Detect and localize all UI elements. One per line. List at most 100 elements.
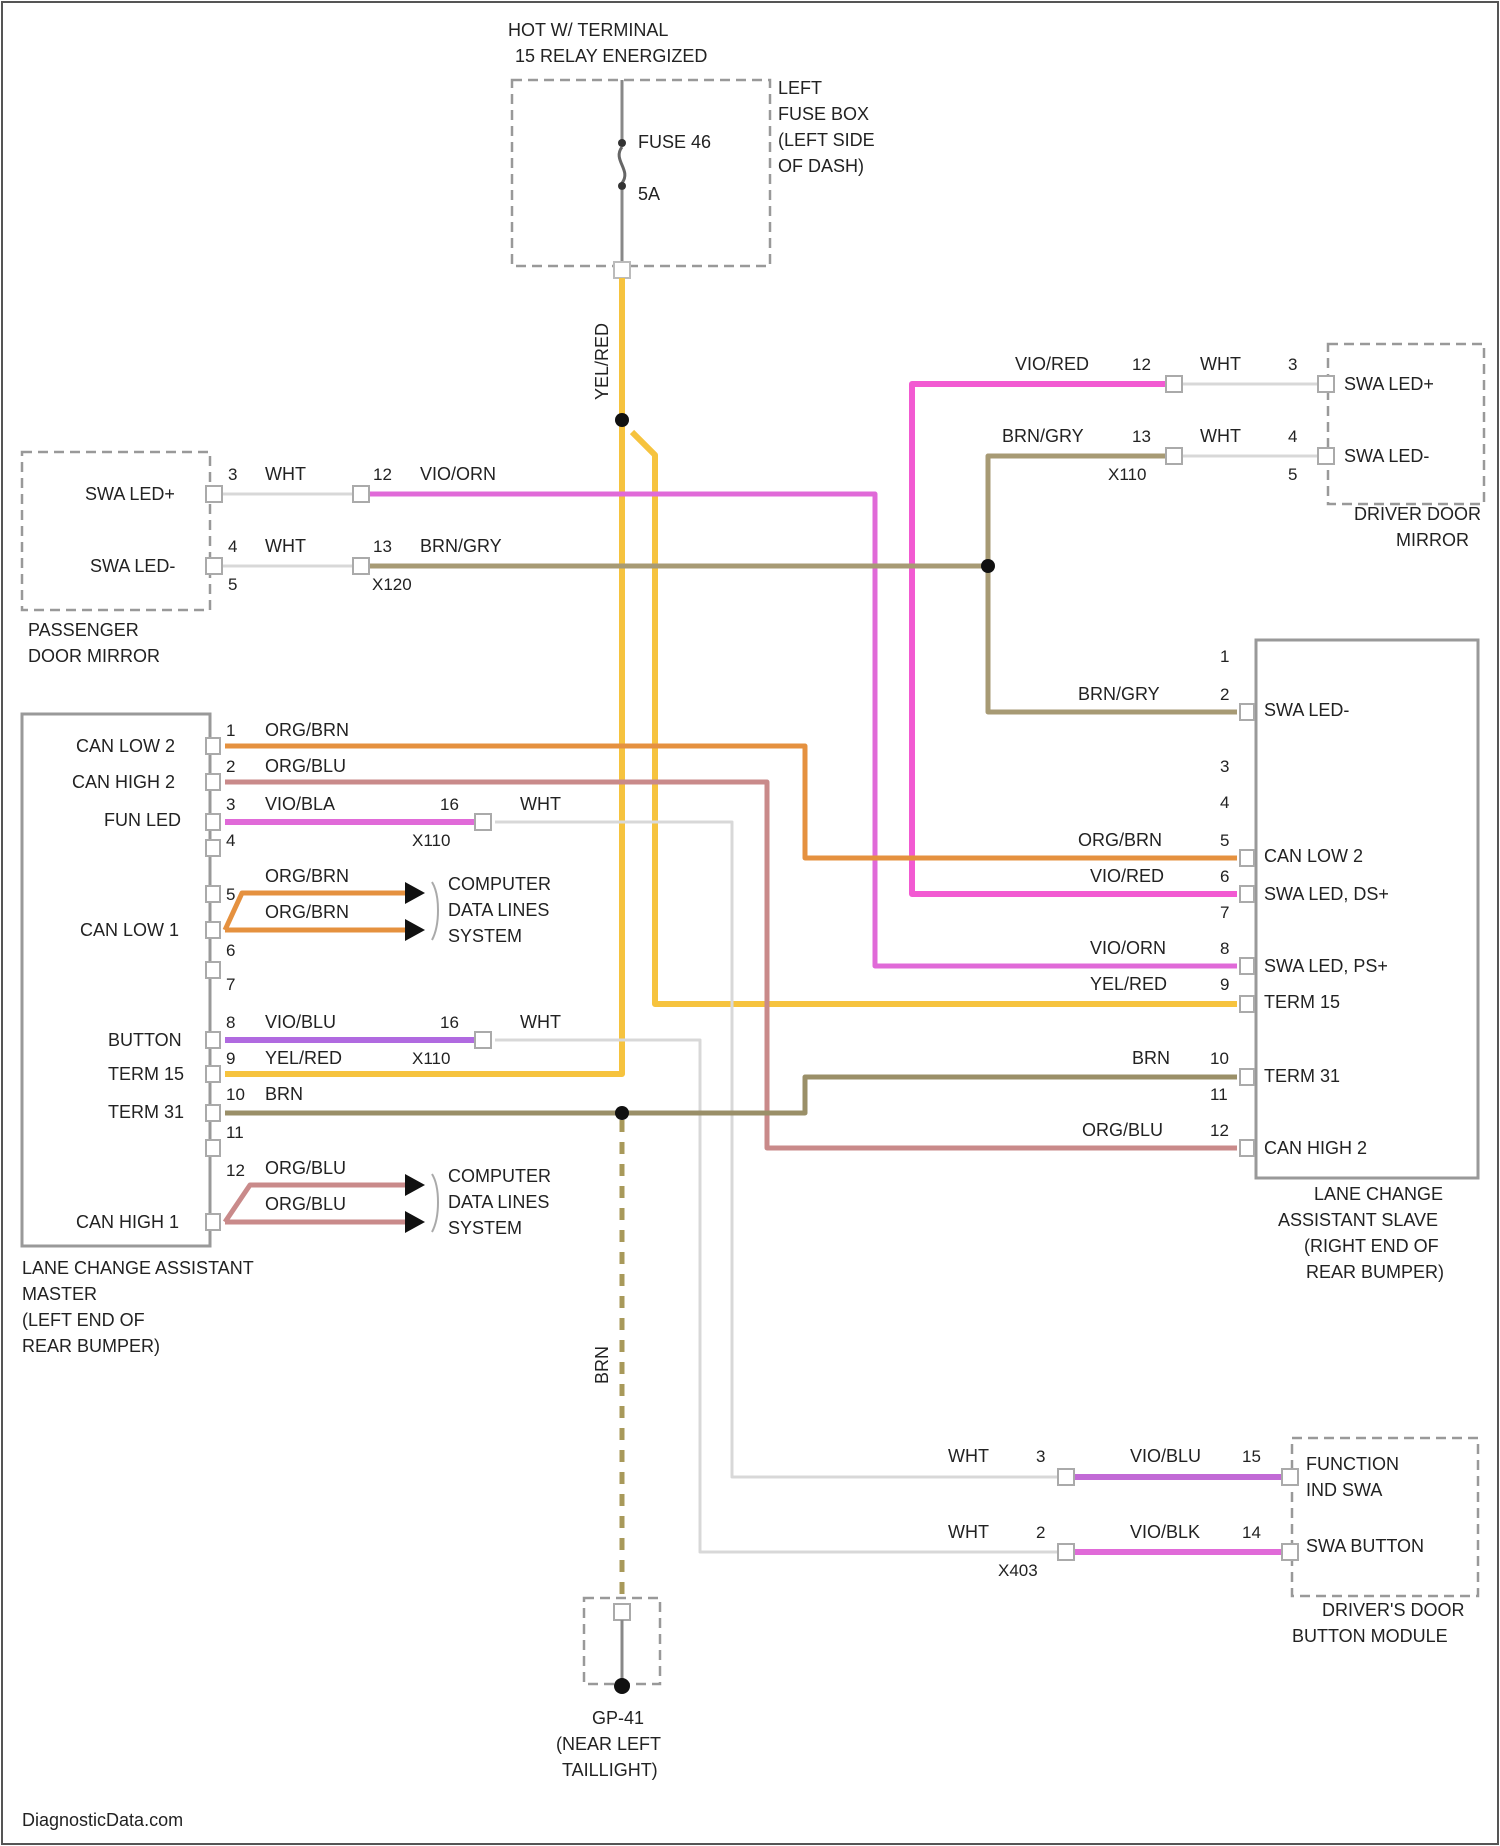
module-title-1: DRIVER'S DOOR	[1322, 1600, 1464, 1620]
driver-pin-neg: SWA LED-	[1344, 446, 1429, 466]
master-title-1: LANE CHANGE ASSISTANT	[22, 1258, 254, 1278]
ground-loc-1: (NEAR LEFT	[556, 1734, 661, 1754]
slave-n7: 7	[1220, 903, 1229, 922]
lane-change-master: CAN LOW 2 CAN HIGH 2 FUN LED CAN LOW 1 B…	[22, 714, 561, 1356]
slave-w9: YEL/RED	[1090, 974, 1167, 994]
lane-change-slave: 1 2 3 4 5 6 7 8 9 10 11 12 SWA LED- CAN …	[1078, 640, 1478, 1282]
wire-yel-red-to-slave	[632, 432, 1237, 1004]
slave-pin-9: TERM 15	[1264, 992, 1340, 1012]
power-source: HOT W/ TERMINAL 15 RELAY ENERGIZED FUSE …	[508, 20, 875, 400]
slave-n3: 3	[1220, 757, 1229, 776]
computer-high-2: DATA LINES	[448, 1192, 549, 1212]
master-pin-term-31: TERM 31	[108, 1102, 184, 1122]
passenger-pin4: 4	[228, 537, 237, 556]
x403-pin-a: 3	[1036, 1447, 1045, 1466]
master-terminals	[206, 738, 220, 1230]
driver-mirror-outline	[1328, 344, 1484, 504]
computer-low-1: COMPUTER	[448, 874, 551, 894]
x120-connector: X120	[372, 575, 412, 594]
ground-loc-2: TAILLIGHT)	[562, 1760, 658, 1780]
x403-pin-b: 2	[1036, 1523, 1045, 1542]
master-w8: VIO/BLU	[265, 1012, 336, 1032]
passenger-pin-pos: SWA LED+	[85, 484, 175, 504]
arrow-can-high-1-b	[405, 1211, 425, 1233]
slave-n5: 5	[1220, 831, 1229, 850]
master-n10: 10	[226, 1085, 245, 1104]
module-wire-b: VIO/BLK	[1130, 1522, 1200, 1542]
master-w12: ORG/BLU	[265, 1158, 346, 1178]
passenger-pin-neg: SWA LED-	[90, 556, 175, 576]
driver-pin4: 4	[1288, 427, 1297, 446]
slave-term-2	[1240, 704, 1254, 720]
driver-wire-neg: BRN/GRY	[1002, 426, 1084, 446]
slave-term-10	[1240, 1069, 1254, 1085]
master-n4: 4	[226, 831, 235, 850]
slave-term-8	[1240, 958, 1254, 974]
computer-low-2: DATA LINES	[448, 900, 549, 920]
driver-wire-pos: VIO/RED	[1015, 354, 1089, 374]
ground-point	[614, 1678, 630, 1694]
master-w6: ORG/BRN	[265, 902, 349, 922]
fuse-symbol	[619, 147, 625, 183]
master-n1: 1	[226, 721, 235, 740]
master-w3: VIO/BLA	[265, 794, 335, 814]
x110-button-wht: WHT	[520, 1012, 561, 1032]
driver-door-mirror: VIO/RED BRN/GRY 12 13 X110 WHT WHT 3 4 5…	[1002, 344, 1484, 550]
ground-name: GP-41	[592, 1708, 644, 1728]
bracket-can-low-1	[432, 882, 438, 940]
x110-fun-wht: WHT	[520, 794, 561, 814]
module-label-a1: FUNCTION	[1306, 1454, 1399, 1474]
master-term-1	[206, 738, 220, 754]
master-term-3	[206, 814, 220, 830]
master-title-4: REAR BUMPER)	[22, 1336, 160, 1356]
fusebox-label-3: (LEFT SIDE	[778, 130, 875, 150]
master-n2: 2	[226, 757, 235, 776]
master-n6: 6	[226, 941, 235, 960]
power-header-1: HOT W/ TERMINAL	[508, 20, 668, 40]
driver-title-1: DRIVER DOOR	[1354, 504, 1481, 524]
slave-w8: VIO/ORN	[1090, 938, 1166, 958]
fusebox-label-1: LEFT	[778, 78, 822, 98]
passenger-title-2: DOOR MIRROR	[28, 646, 160, 666]
x403-wht-a: WHT	[948, 1446, 989, 1466]
passenger-door-mirror: SWA LED+ SWA LED- 3 4 5 WHT WHT 12 13 VI…	[22, 452, 502, 666]
passenger-term-b	[206, 558, 222, 574]
driver-wht-b: WHT	[1200, 426, 1241, 446]
passenger-wht-b: WHT	[265, 536, 306, 556]
computer-high-3: SYSTEM	[448, 1218, 522, 1238]
slave-pin-12: CAN HIGH 2	[1264, 1138, 1367, 1158]
slave-title-3: (RIGHT END OF	[1304, 1236, 1439, 1256]
passenger-wht-a: WHT	[265, 464, 306, 484]
slave-terminals	[1240, 704, 1254, 1156]
master-n3: 3	[226, 795, 235, 814]
master-pin-term-15: TERM 15	[108, 1064, 184, 1084]
slave-term-12	[1240, 1140, 1254, 1156]
slave-term-9	[1240, 996, 1254, 1012]
x120-term-a	[353, 486, 369, 502]
x110-button-term	[475, 1032, 491, 1048]
driver-term-b	[1318, 448, 1334, 464]
x120-term-b	[353, 558, 369, 574]
slave-n1: 1	[1220, 647, 1229, 666]
master-n12: 12	[226, 1161, 245, 1180]
x110-driver-pin-a: 12	[1132, 355, 1151, 374]
master-n7: 7	[226, 975, 235, 994]
slave-n9: 9	[1220, 975, 1229, 994]
master-title-3: (LEFT END OF	[22, 1310, 145, 1330]
wire-wht-button	[495, 1040, 1058, 1552]
fusebox-label-2: FUSE BOX	[778, 104, 869, 124]
master-term-5	[206, 886, 220, 902]
fuse-rating: 5A	[638, 184, 660, 204]
ground-gp41: BRN GP-41 (NEAR LEFT TAILLIGHT)	[556, 1346, 661, 1780]
master-w13: ORG/BLU	[265, 1194, 346, 1214]
x403-wht-b: WHT	[948, 1522, 989, 1542]
driver-pin3: 3	[1288, 355, 1297, 374]
module-pin-a: 15	[1242, 1447, 1261, 1466]
slave-title-2: ASSISTANT SLAVE	[1278, 1210, 1438, 1230]
x120-pin-b: 13	[373, 537, 392, 556]
x110-driver-pin-b: 13	[1132, 427, 1151, 446]
x110-fun-term	[475, 814, 491, 830]
x110-driver-term-a	[1166, 376, 1182, 392]
arrows-can-low-1	[405, 882, 425, 941]
